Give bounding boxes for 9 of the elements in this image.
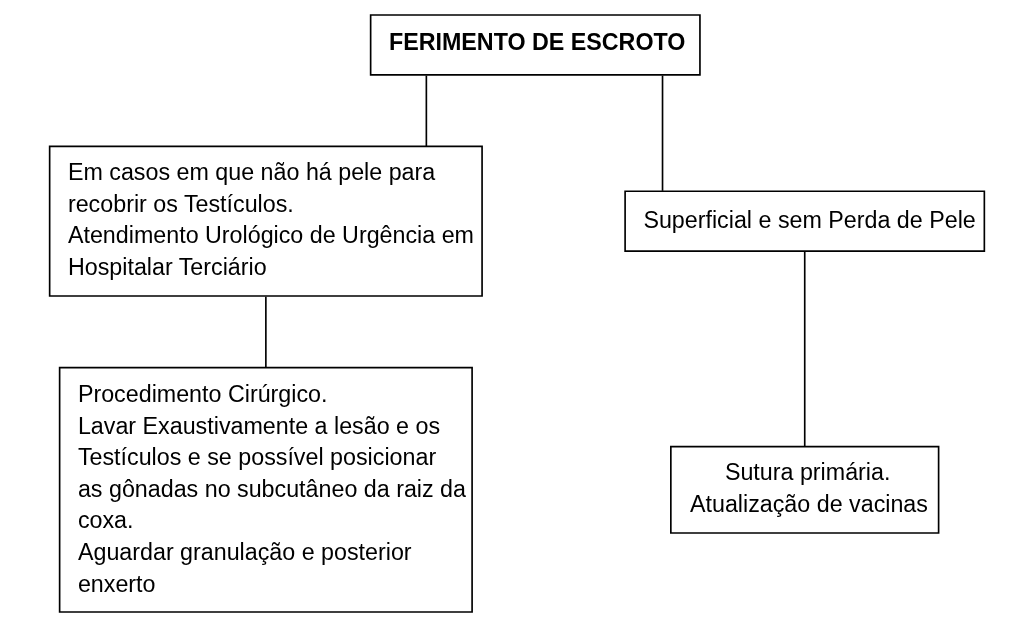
connector bbox=[803, 250, 806, 448]
node-box: Superficial e sem Perda de Pele bbox=[624, 190, 986, 252]
connector bbox=[265, 295, 267, 368]
node-box: Em casos em que não há pele para recobrir os Testículos. Atendimento Urológico de Urgência em Hospitalar Terciário bbox=[48, 145, 483, 297]
connector bbox=[425, 74, 428, 147]
connector bbox=[661, 74, 664, 192]
node-box: Procedimento Cirúrgico. Lavar Exaustivamente a lesão e os Testículos e se possível posicionar as gônadas no subcutâneo da raiz da coxa. Aguardar granulação e posterior enxerto bbox=[58, 366, 473, 613]
node-box: Sutura primária. Atualização de vacinas bbox=[670, 445, 940, 534]
node-box: FERIMENTO DE ESCROTO bbox=[369, 14, 701, 76]
